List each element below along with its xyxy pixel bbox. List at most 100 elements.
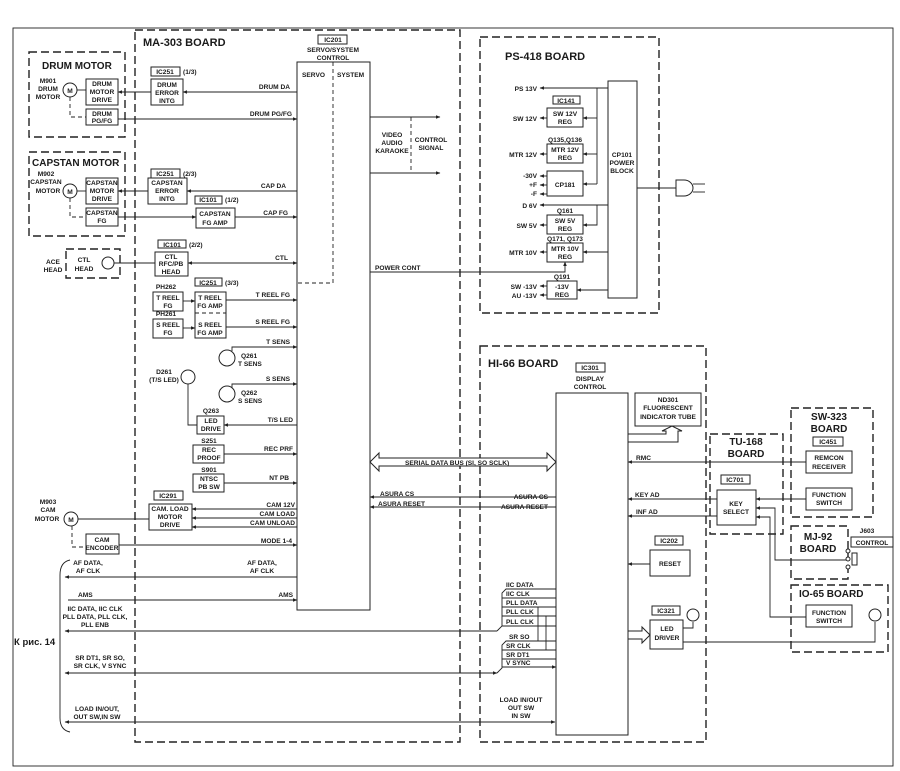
- label-ma303-cap-da: CAP DA: [261, 183, 286, 190]
- ic-label-box: [194, 195, 223, 205]
- label-drum-motor-m901-0: M901: [40, 78, 57, 85]
- label-drum-motor-m901-2: MOTOR: [36, 94, 61, 101]
- label-drum-motor-title: DRUM MOTOR: [42, 61, 113, 72]
- led-icon: [686, 608, 700, 622]
- label-hi66-load-1: OUT SW: [508, 705, 535, 712]
- label-ps418-q161: Q161: [557, 208, 573, 215]
- label-ma303-s-reel-fg: S REEL FG: [255, 319, 290, 326]
- label-ace-head-ctl-head-0: CTL: [78, 257, 91, 264]
- ace-head-group: [65, 248, 121, 279]
- label-ma303-ctl: CTL: [275, 255, 288, 262]
- t-reel-fg-block: [152, 291, 184, 312]
- led-driver-block: [649, 619, 684, 650]
- label-ma303-ctl-head-block-2: HEAD: [162, 269, 181, 276]
- label-ref: К рис. 14: [14, 637, 56, 648]
- label-ps418-d6v: D 6V: [522, 203, 537, 210]
- label-ma303-capstan-error-1: ERROR: [155, 188, 179, 195]
- label-ma303-af-right-1: AF CLK: [250, 568, 274, 575]
- label-ps418-cp181-out-0: -30V: [523, 173, 538, 180]
- jack-contact-icon: [845, 564, 851, 570]
- label-hi66-led-driver-1: DRIVER: [655, 635, 680, 642]
- label-ma303-m903-2: MOTOR: [35, 516, 60, 523]
- label-capstan-motor-motor-symbol: M: [67, 189, 73, 196]
- label-ma303-t-reel-fg-block-1: FG: [163, 303, 172, 310]
- label-capstan-motor-m902-0: M902: [38, 171, 55, 178]
- label-ma303-cam-encoder-0: CAM: [94, 537, 110, 544]
- label-ma303-drum-error-1: ERROR: [155, 90, 179, 97]
- label-drum-motor-drive-1: MOTOR: [90, 89, 115, 96]
- label-ma303-led-drive-1: DRIVE: [201, 426, 222, 433]
- label-hi66-asura-cs-left: ASURA CS: [380, 491, 415, 498]
- reference-brace: [59, 559, 71, 733]
- label-capstan-motor-m902-1: CAPSTAN: [30, 179, 62, 186]
- label-hi66-bus-b-0: SR SO: [509, 634, 530, 641]
- label-hi66-bus-b-1: SR CLK: [506, 643, 531, 650]
- nd301-block: [634, 392, 702, 427]
- label-left-signals-af-0: AF DATA,: [73, 560, 103, 567]
- label-ma303-ic101-a: IC101: [199, 197, 217, 204]
- label-hi66-bus-a-0: IIC DATA: [506, 582, 534, 589]
- signal-line: [231, 345, 298, 351]
- label-hi66-bus-a-1: IIC CLK: [506, 591, 530, 598]
- label-ma303-ctl-head-block-1: RFC/PB: [159, 261, 184, 268]
- label-ma303-system: SYSTEM: [337, 72, 365, 79]
- label-sw323-ic451: IC451: [819, 439, 837, 446]
- label-ma303-title: MA-303 BOARD: [143, 37, 226, 49]
- label-sw323-remcon-0: REMCON: [814, 455, 844, 462]
- ic-label-box: [150, 168, 181, 179]
- label-ma303-cam-encoder-1: ENCODER: [86, 545, 119, 552]
- signal-line: [683, 622, 876, 643]
- label-ma303-capstan-error-2: INTG: [159, 196, 175, 203]
- label-hi66-asura-reset: ASURA RESET: [501, 504, 548, 511]
- label-sw323-function-switch-1: SWITCH: [816, 500, 842, 507]
- jack-icon: [851, 552, 858, 566]
- label-ps418-sw12v: SW 12V: [513, 116, 538, 123]
- label-ps418-mtr10-reg-0: MTR 10V: [551, 246, 579, 253]
- label-left-signals-sr-1: SR CLK, V SYNC: [74, 663, 127, 670]
- label-ps418-sw12-reg-1: REG: [558, 119, 572, 126]
- ic-label-box: [654, 535, 684, 546]
- board-mj-92: [790, 525, 849, 580]
- label-hi66-inf-ad: INF AD: [636, 509, 658, 516]
- label-capstan-motor-fg-0: CAPSTAN: [86, 210, 118, 217]
- label-ma303-ic251-b: IC251: [156, 171, 174, 178]
- label-ps418-sw5v: SW 5V: [516, 223, 537, 230]
- outer-frame: [12, 27, 894, 767]
- label-ps418-cp101-0: CP101: [612, 152, 632, 159]
- label-ma303-q262-0: Q262: [241, 390, 257, 397]
- reset-block: [649, 549, 691, 577]
- label-drum-motor-pgfg-1: PG/FG: [92, 118, 113, 125]
- label-hi66-rmc: RMC: [636, 455, 651, 462]
- label-ma303-q263: Q263: [203, 408, 219, 415]
- label-ma303-drum-pgfg-sig: DRUM PG/FG: [250, 111, 292, 118]
- ic-label-box: [552, 95, 581, 105]
- label-drum-motor-drive-0: DRUM: [92, 81, 112, 88]
- label-capstan-motor-fg-1: FG: [97, 218, 106, 225]
- label-tu168-title-0: TU-168: [729, 437, 763, 448]
- ic-label-box: [317, 34, 348, 45]
- label-hi66-ic321: IC321: [657, 608, 675, 615]
- motor-icon: [63, 511, 79, 527]
- ic-label-box: [150, 66, 181, 77]
- label-ps418-sw5-reg-1: REG: [558, 226, 572, 233]
- label-drum-motor-m901-1: DRUM: [38, 86, 58, 93]
- label-ma303-ic291: IC291: [159, 493, 177, 500]
- label-left-signals-ams: AMS: [78, 592, 93, 599]
- label-hi66-bus-b-2: SR DT1: [506, 652, 530, 659]
- label-ma303-t-reel-fg-block-0: T REEL: [156, 295, 179, 302]
- label-ma303-ic201-desc-0: SERVO/SYSTEM: [307, 47, 359, 54]
- label-capstan-motor-drive-2: DRIVE: [92, 196, 113, 203]
- label-hi66-led-driver-0: LED: [660, 626, 673, 633]
- label-ma303-servo: SERVO: [302, 72, 325, 79]
- label-ma303-capstan-fg-amp-0: CAPSTAN: [199, 211, 231, 218]
- signal-line: [370, 261, 567, 273]
- label-ma303-control-signal-1: SIGNAL: [419, 145, 444, 152]
- label-ma303-outputs-2: KARAOKE: [375, 148, 409, 155]
- label-ma303-cam-load-drive-2: DRIVE: [160, 522, 181, 529]
- label-ma303-ic251-a-part: (1/3): [183, 69, 197, 76]
- motor-icon: [62, 183, 78, 199]
- label-ma303-ph261: PH261: [156, 311, 176, 318]
- label-ps418-mtr12-reg-0: MTR 12V: [551, 147, 579, 154]
